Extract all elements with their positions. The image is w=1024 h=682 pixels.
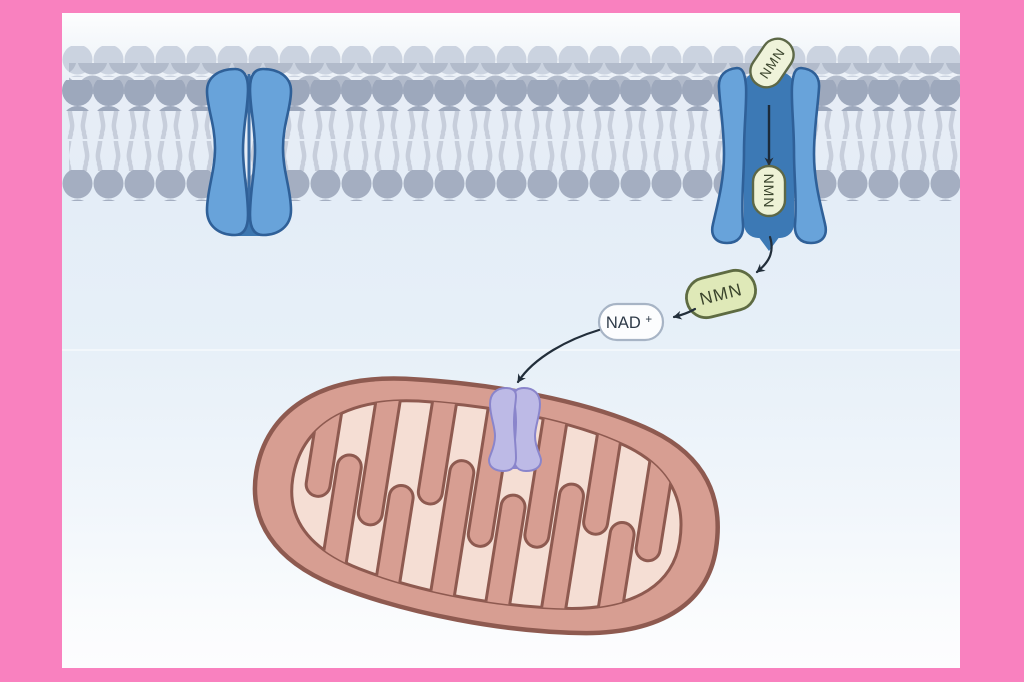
nmn-pill-extracellular: NMN xyxy=(749,37,795,89)
nad-pill: NAD + xyxy=(597,302,665,342)
mitochondrion-cristae xyxy=(304,379,681,630)
mitochondrion xyxy=(252,376,720,636)
mitochondrial-channel xyxy=(488,387,542,472)
plasma-membrane xyxy=(54,46,983,201)
arrow-nmn-to-nad xyxy=(672,307,697,320)
nmn-pill-cytosolic: NMN xyxy=(685,268,757,320)
arrow-nad-to-mitochondrion xyxy=(516,328,601,384)
membrane-channel-closed xyxy=(205,67,293,237)
crista-fold xyxy=(356,379,405,527)
lipid-heads-row-bottom xyxy=(54,170,968,201)
channel-lobe-right xyxy=(248,67,293,237)
membrane-channel-nmn-transporter: NMN NMN xyxy=(710,37,828,251)
nmn-pill-in-channel: NMN xyxy=(751,164,787,218)
pathway-diagram: NMN NMN NMN NAD + xyxy=(54,13,983,668)
transporter-lobe-left xyxy=(710,66,748,245)
nad-label: NAD + xyxy=(606,314,652,332)
transporter-lobe-right xyxy=(790,66,828,245)
crista-fold xyxy=(538,482,585,630)
nmn-in-channel-label: NMN xyxy=(761,174,777,209)
lipid-heads-row-front xyxy=(54,80,968,111)
channel-lobe-left xyxy=(205,67,250,237)
arrow-channel-to-nmn xyxy=(755,235,773,274)
lipid-tails-top-leaflet xyxy=(54,109,968,139)
nad-label-superscript: + xyxy=(645,314,652,326)
lipid-tails-bottom-leaflet xyxy=(69,141,983,171)
mito-channel-lobe-left xyxy=(488,387,517,472)
background-band-line xyxy=(62,349,960,351)
illustration-canvas: NMN NMN NMN NAD + xyxy=(54,13,983,668)
nad-label-base: NAD xyxy=(606,314,641,332)
